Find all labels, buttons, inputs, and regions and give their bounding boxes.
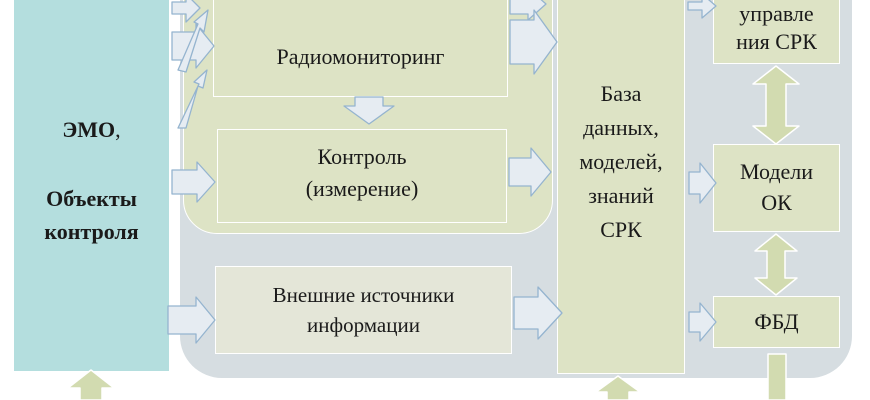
fbd-label: ФБД	[754, 309, 799, 335]
database-line1: База	[600, 80, 642, 106]
arrow-bottom-left-up	[67, 369, 115, 400]
arrow-fbd-down	[767, 353, 787, 400]
radiomonitoring-label: Радиомониторинг	[276, 43, 445, 69]
arrow-top-edge	[171, 0, 201, 23]
arrow-radiomonitoring-to-database-top	[509, 0, 547, 21]
external-line1: Внешние источники	[272, 282, 455, 307]
objects-line1: Объекты	[46, 185, 137, 211]
management-line1: управле	[739, 0, 814, 26]
arrow-radiomonitoring-to-control	[343, 96, 395, 125]
arrow-bottom-database-up	[595, 375, 641, 400]
arrow-emo-to-control	[171, 161, 216, 203]
database-line4: знаний	[588, 183, 654, 209]
arrow-radiomonitoring-to-database	[509, 9, 558, 75]
arrow-models-fbd-bidirectional	[754, 233, 798, 296]
models-box: Модели ОК	[713, 144, 840, 232]
external-line2: информации	[307, 313, 420, 337]
objects-label: Объекты контроля	[44, 182, 138, 248]
arrow-control-to-database	[508, 147, 552, 197]
emo-label: ЭМО,	[62, 114, 120, 146]
control-box: Контроль (измерение)	[217, 129, 507, 223]
models-line2: ОК	[761, 190, 792, 215]
fbd-box: ФБД	[713, 296, 840, 348]
database-box: База данных, моделей, знаний СРК	[557, 0, 685, 374]
objects-line2: контроля	[44, 218, 139, 244]
arrow-database-to-models	[688, 162, 717, 204]
emo-bold: ЭМО	[62, 117, 116, 143]
arrow-management-models-bidirectional	[752, 65, 800, 145]
external-sources-box: Внешние источники информации	[215, 266, 512, 354]
emo-comma: ,	[115, 117, 121, 143]
arrow-emo-to-external	[167, 296, 216, 344]
management-box: управле ния СРК	[713, 0, 840, 64]
database-line5: СРК	[600, 217, 642, 243]
models-line1: Модели	[739, 159, 814, 185]
control-line2: (измерение)	[305, 176, 419, 201]
arrow-database-to-fbd	[688, 302, 717, 342]
database-line3: моделей,	[579, 148, 663, 174]
arrow-external-to-database	[513, 286, 563, 340]
emo-objects-box: ЭМО, Объекты контроля	[13, 0, 170, 372]
control-line1: Контроль	[317, 144, 407, 170]
arrow-diagonal-lower	[177, 69, 208, 129]
management-line2: ния СРК	[736, 29, 817, 55]
arrow-diagonal-upper	[177, 9, 209, 73]
database-line2: данных,	[583, 114, 659, 140]
arrow-database-to-management	[687, 0, 717, 19]
radiomonitoring-box: Радиомониторинг	[213, 0, 508, 97]
